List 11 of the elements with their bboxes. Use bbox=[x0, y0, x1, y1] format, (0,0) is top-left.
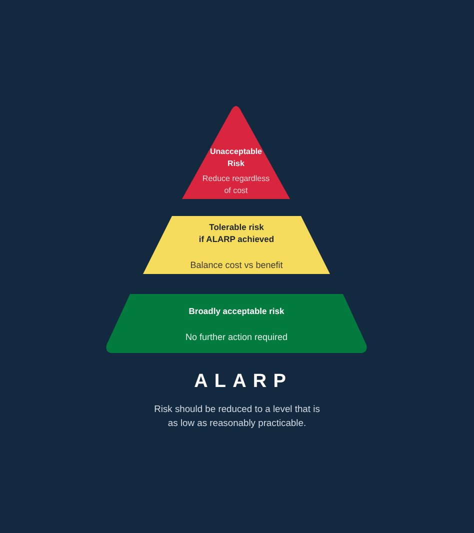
tier-description: No further action required bbox=[185, 331, 288, 343]
risk-tier-band bbox=[143, 216, 330, 274]
tier-heading: Tolerable risk if ALARP achieved bbox=[198, 222, 274, 245]
risk-tier-band bbox=[105, 294, 368, 353]
tier-heading: Broadly acceptable risk bbox=[188, 305, 284, 317]
tier-description: Reduce regardless of cost bbox=[202, 173, 270, 196]
tier-heading: Unacceptable Risk bbox=[210, 146, 262, 169]
tier-description: Balance cost vs benefit bbox=[190, 259, 283, 271]
diagram-caption: Risk should be reduced to a level that is as low as reasonably practicable. bbox=[154, 402, 320, 430]
risk-tier-triangle bbox=[182, 104, 290, 199]
diagram-title: ALARP bbox=[193, 370, 293, 393]
